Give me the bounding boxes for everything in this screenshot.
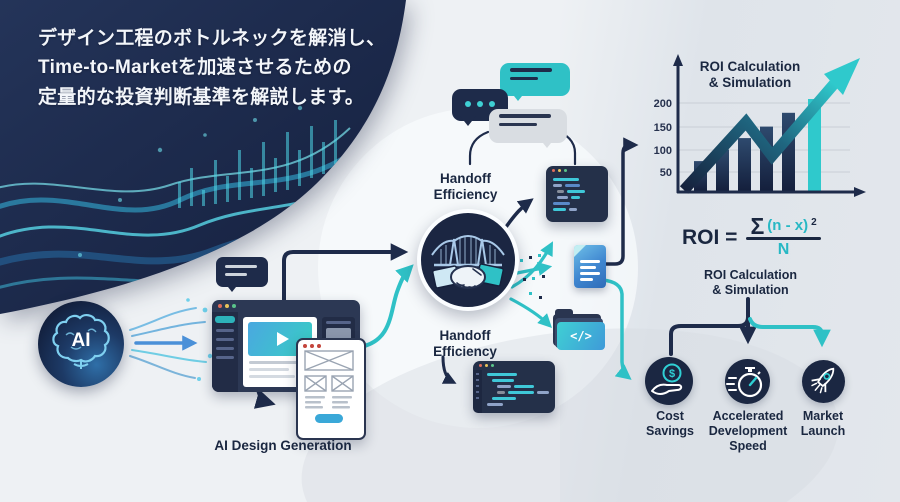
wireframe-titlebar-dots bbox=[298, 340, 364, 348]
cost-line1: Cost bbox=[656, 409, 684, 423]
speed-line3: Speed bbox=[729, 438, 767, 453]
hero-heading: デザイン工程のボトルネックを解消し、 Time-to-Marketを加速させるた… bbox=[38, 24, 428, 112]
hero-line-1: デザイン工程のボトルネックを解消し、 bbox=[38, 28, 386, 49]
formula-denominator: N bbox=[777, 240, 790, 258]
y-axis-arrow bbox=[673, 54, 683, 66]
design-caption: AI Design Generation bbox=[214, 438, 352, 453]
handoff-top-line2: Efficiency bbox=[433, 186, 498, 202]
formula-caption-line1: ROI Calculation bbox=[703, 268, 798, 282]
brain-icon: AI bbox=[52, 314, 110, 369]
hero-line-2: Time-to-Marketを加速させるための bbox=[38, 57, 352, 79]
design-chat-bubble bbox=[216, 257, 268, 292]
code-window-top bbox=[546, 166, 608, 222]
handoff-top-label: Handoff Efficiency bbox=[408, 171, 523, 203]
market-launch-node bbox=[802, 360, 845, 403]
wireframe-cta-button bbox=[315, 414, 343, 423]
y-tick-50: 50 bbox=[660, 167, 672, 179]
code-glyph: </> bbox=[570, 329, 592, 343]
chat-bubble-teal bbox=[500, 63, 570, 101]
cost-savings-label: Cost Savings bbox=[630, 409, 710, 439]
trend-arrow-head bbox=[824, 58, 860, 95]
chat-bubble-gray bbox=[489, 109, 567, 148]
market-line2: Launch bbox=[800, 423, 846, 438]
handshake-bridge-node bbox=[417, 209, 519, 311]
document-icon bbox=[574, 245, 606, 288]
market-line1: Market bbox=[802, 409, 844, 423]
code-window-bottom bbox=[473, 361, 555, 413]
y-tick-150: 150 bbox=[654, 122, 672, 134]
handoff-top-line1: Handoff bbox=[440, 171, 491, 186]
svg-text:$: $ bbox=[669, 368, 675, 380]
formula-exponent: 2 bbox=[811, 217, 817, 228]
sigma-symbol: Σ bbox=[750, 213, 765, 239]
roi-formula: ROI = Σ (n - x) 2 N bbox=[682, 213, 821, 259]
speed-line1: Accelerated bbox=[712, 409, 784, 423]
cost-line2: Savings bbox=[646, 423, 694, 438]
code-folder-icon: </> bbox=[553, 308, 605, 350]
formula-caption-line2: & Simulation bbox=[712, 282, 789, 297]
play-icon bbox=[277, 332, 289, 346]
handoff-bottom-line1: Handoff bbox=[439, 328, 491, 343]
design-sidebar bbox=[212, 312, 238, 392]
roi-chart: 200 150 100 50 ROI Calculation & Simulat… bbox=[654, 54, 866, 197]
hero-line-3: 定量的な投資判断基準を解説します。 bbox=[38, 86, 365, 108]
stopwatch-icon bbox=[726, 367, 763, 398]
formula-numerator: (n - x) bbox=[767, 217, 809, 234]
ai-label: AI bbox=[72, 330, 91, 351]
chart-title-line2: & Simulation bbox=[709, 75, 792, 90]
chat-bubble-navy bbox=[452, 89, 508, 126]
handshake-icon bbox=[431, 235, 505, 289]
ai-brain-node: AI bbox=[38, 301, 124, 387]
chart-title-line1: ROI Calculation bbox=[700, 59, 801, 74]
speed-line2: Development bbox=[708, 423, 788, 438]
y-tick-200: 200 bbox=[654, 98, 672, 110]
wireframe-window bbox=[296, 338, 366, 440]
formula-fraction: Σ (n - x) 2 N bbox=[746, 213, 821, 259]
x-axis-arrow bbox=[854, 187, 866, 197]
handoff-bottom-label: Handoff Efficiency bbox=[405, 328, 525, 360]
market-launch-label: Market Launch bbox=[778, 409, 868, 439]
y-tick-100: 100 bbox=[654, 145, 672, 157]
cost-savings-node: $ bbox=[645, 357, 693, 405]
traffic-light-dots bbox=[212, 300, 360, 311]
code1-titlebar-dots bbox=[546, 166, 608, 175]
trend-arrow-shaft bbox=[679, 80, 839, 194]
handoff-bottom-line2: Efficiency bbox=[433, 343, 497, 359]
formula-caption: ROI Calculation & Simulation bbox=[678, 268, 823, 298]
dev-speed-label: Accelerated Development Speed bbox=[694, 409, 802, 453]
hand-dollar-icon: $ bbox=[651, 363, 683, 395]
typing-dots-icon bbox=[452, 101, 508, 107]
wireframe-content bbox=[304, 350, 354, 423]
dev-speed-node bbox=[725, 359, 770, 404]
code2-titlebar-dots bbox=[473, 361, 555, 370]
formula-lhs: ROI = bbox=[682, 225, 738, 249]
rocket-icon bbox=[811, 367, 835, 394]
fraction-bar bbox=[746, 237, 821, 240]
